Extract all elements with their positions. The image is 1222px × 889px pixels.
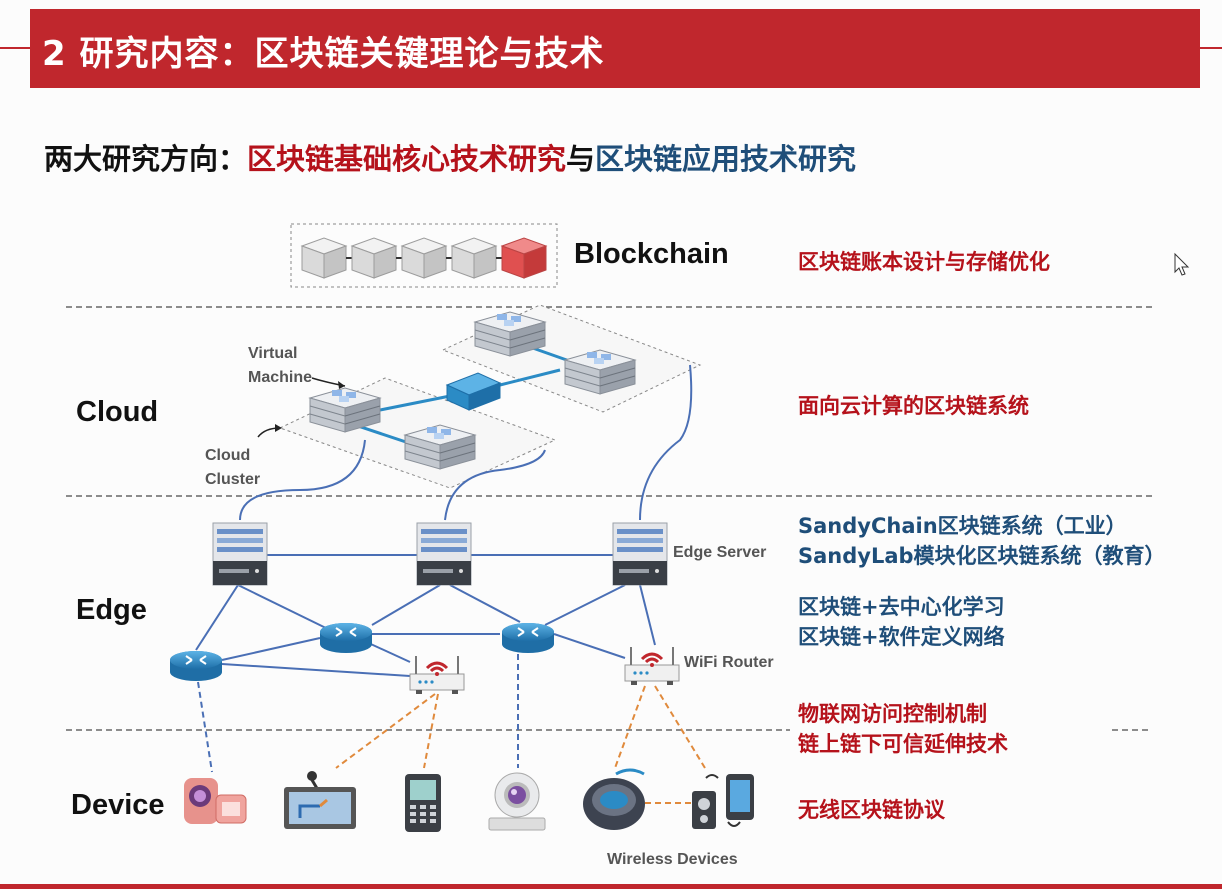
subtitle-core-tech: 区块链基础核心技术研究 [247, 142, 567, 176]
server-rack-icon [474, 311, 546, 357]
uplink [444, 449, 546, 521]
blockchain-label: Blockchain [574, 238, 729, 270]
navigation-display-icon [284, 771, 356, 829]
topic-iot-access-control: 物联网访问控制机制 [798, 702, 987, 726]
wireless-link [335, 693, 436, 769]
wifi-router-icon [408, 654, 466, 696]
topic-ledger-storage: 区块链账本设计与存储优化 [798, 250, 1050, 274]
wireless-link [423, 693, 439, 769]
virtual-machine-line-2: Machine [248, 369, 313, 386]
page-title: 2 研究内容：区块链关键理论与技术 [42, 34, 605, 74]
cloud-cluster-label: Cloud Cluster [205, 444, 260, 492]
footer-rule [0, 884, 1222, 889]
topic-wireless-protocol: 无线区块链协议 [798, 798, 945, 822]
uplink [239, 439, 366, 521]
smart-speaker-icon [692, 774, 719, 829]
edge-server-icon [612, 522, 668, 586]
mobile-phone-icon [405, 774, 441, 832]
wireless-link [614, 685, 646, 769]
uplink [639, 364, 693, 521]
router-icon [319, 622, 373, 654]
subtitle: 两大研究方向：区块链基础核心技术研究与区块链应用技术研究 [44, 136, 856, 178]
wifi-router-label: WiFi Router [684, 654, 774, 671]
webcam-icon [488, 772, 546, 831]
topic-sandychain: SandyChain区块链系统（工业） [798, 514, 1127, 538]
cloud-link [499, 368, 561, 387]
topic-cloud-blockchain: 面向云计算的区块链系统 [798, 394, 1029, 418]
topic-sdn: 区块链+软件定义网络 [798, 625, 1005, 649]
virtual-machine-line-1: Virtual [248, 345, 298, 362]
device-link [197, 681, 213, 773]
layer-cloud-label: Cloud [76, 396, 159, 428]
camera-icon [184, 778, 247, 824]
topic-decentralized-learning: 区块链+去中心化学习 [798, 595, 1005, 619]
cloud-link [379, 393, 456, 412]
edge-server-icon [416, 522, 472, 586]
cloud-cluster-line-1: Cloud [205, 447, 251, 464]
topic-sandylab: SandyLab模块化区块链系统（教育） [798, 544, 1166, 568]
header-bar: 2 研究内容：区块链关键理论与技术 [30, 9, 1200, 88]
edge-links [195, 554, 656, 677]
layer-device-label: Device [71, 789, 165, 821]
blockchain-cubes-icon [301, 237, 548, 279]
edge-server-label: Edge Server [673, 544, 767, 561]
subtitle-prefix: 两大研究方向： [44, 142, 248, 176]
wireless-link [654, 685, 706, 769]
cloud-cluster-line-2: Cluster [205, 471, 261, 488]
blockchain-frame [290, 223, 558, 288]
wireless-devices-label: Wireless Devices [607, 851, 738, 868]
layer-edge-label: Edge [76, 594, 147, 626]
wifi-router-icon [623, 645, 681, 687]
router-icon [169, 650, 223, 682]
router-icon [501, 622, 555, 654]
server-rack-icon [564, 349, 636, 395]
core-switch-icon [445, 372, 502, 411]
topic-onchain-offchain: 链上链下可信延伸技术 [798, 732, 1008, 756]
server-rack-icon [309, 387, 381, 433]
edge-server-icon [212, 522, 268, 586]
subtitle-app-tech: 区块链应用技术研究 [595, 142, 857, 176]
smartphone-icon [726, 774, 754, 827]
subtitle-connector: 与 [566, 142, 596, 176]
robot-vacuum-icon [583, 768, 645, 830]
virtual-machine-label: Virtual Machine [248, 342, 312, 390]
server-rack-icon [404, 424, 476, 470]
